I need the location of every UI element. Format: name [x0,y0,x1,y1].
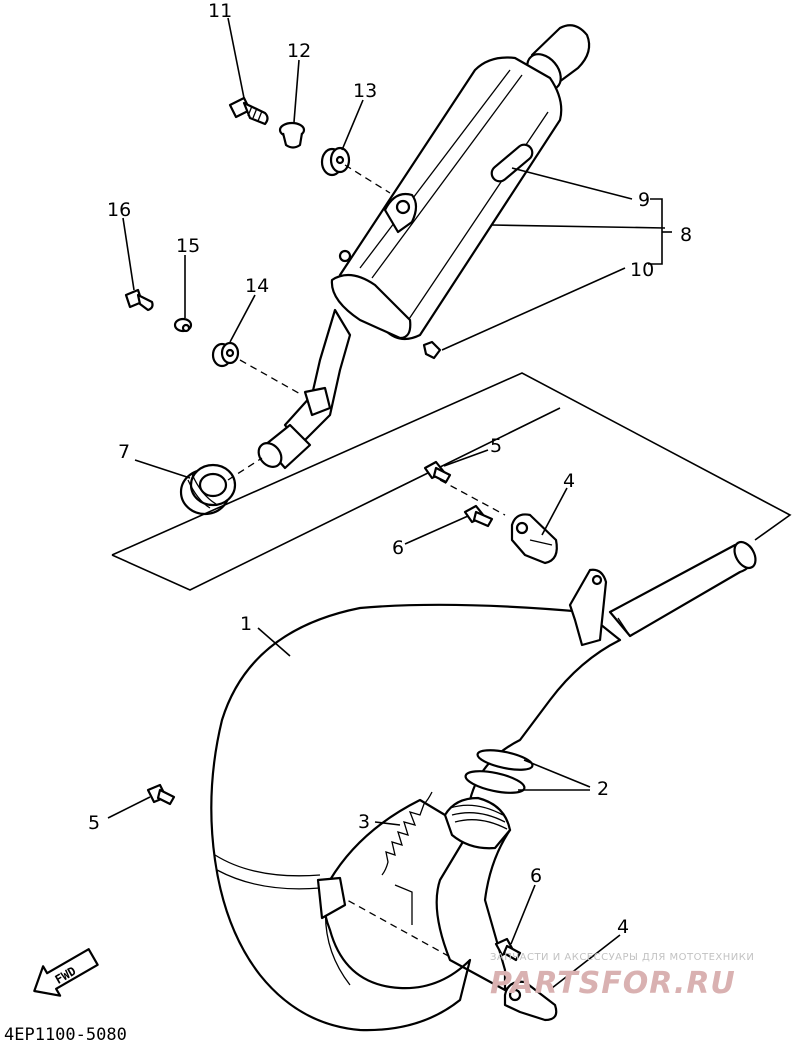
callout-11: 11 [208,0,232,22]
gasket-7 [179,463,237,516]
callout-1: 1 [240,613,252,635]
callout-14: 14 [245,275,269,297]
callout-2: 2 [597,778,609,800]
callout-6a: 6 [392,537,404,559]
bolt-6-upper [463,504,494,528]
collar-12 [278,121,306,149]
watermark-brand: PARTSFOR.RU [490,966,736,1001]
bracket-4-lower [503,980,558,1022]
section-outline [111,372,792,556]
watermark: ЗАПЧАСТИ И АКСЕССУАРЫ ДЛЯ МОТОТЕХНИКИ PA… [490,952,754,1001]
callout-10: 10 [630,259,654,281]
callout-8: 8 [680,224,692,246]
callout-13: 13 [353,80,377,102]
callouts: 11 12 13 16 15 14 9 8 10 7 5 4 6 1 2 3 5… [88,0,692,938]
bolt-5-upper [423,460,452,484]
callout-6b: 6 [530,865,542,887]
bolt-5-lower [146,783,176,806]
callout-4b: 4 [617,916,629,938]
washer-15 [173,317,193,333]
callout-5a: 5 [490,435,502,457]
callout-4a: 4 [563,470,575,492]
callout-3: 3 [358,811,370,833]
callout-16: 16 [107,199,131,221]
grommet-13 [320,146,351,177]
rivet-10 [422,340,442,360]
muffler-assembly [257,24,591,470]
grommet-14 [211,341,240,368]
exhaust-pipe-1 [210,540,757,1032]
bracket-4-upper [510,513,558,565]
watermark-tagline: ЗАПЧАСТИ И АКСЕССУАРЫ ДЛЯ МОТОТЕХНИКИ [490,952,754,963]
callout-5b: 5 [88,812,100,834]
gaskets-2 [464,749,534,794]
callout-12: 12 [287,40,311,62]
spring-3 [381,791,433,876]
callout-9: 9 [638,189,650,211]
bolt-11 [228,96,269,126]
fwd-arrow: FWD [33,948,99,997]
callout-15: 15 [176,235,200,257]
leader-lines [107,17,672,989]
callout-7: 7 [118,441,130,463]
bolt-6-lower [494,937,522,962]
bolt-16 [124,288,154,312]
drawing-code: 4EP1100-5080 [4,1025,127,1045]
